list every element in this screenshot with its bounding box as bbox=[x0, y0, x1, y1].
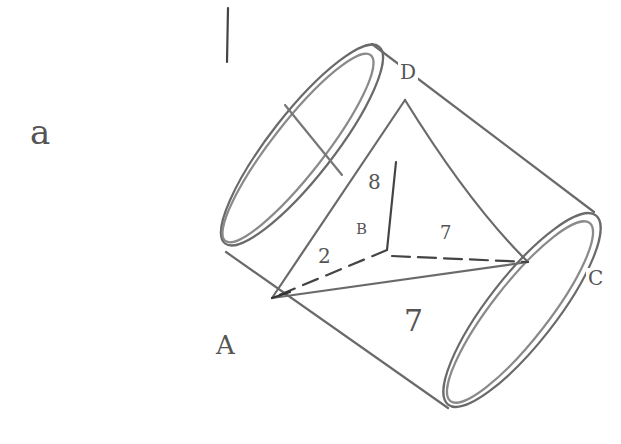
vertex-label: D bbox=[398, 62, 418, 82]
vertex-label: B bbox=[354, 222, 369, 237]
vertex-label: C bbox=[586, 268, 605, 288]
edge-length: 2 bbox=[316, 246, 333, 266]
edge-length: 7 bbox=[438, 224, 453, 242]
figure-letter: a bbox=[28, 115, 52, 149]
edge-length: 7 bbox=[402, 306, 425, 336]
vertex-label: A bbox=[214, 332, 237, 358]
edge-length: 8 bbox=[366, 172, 383, 192]
